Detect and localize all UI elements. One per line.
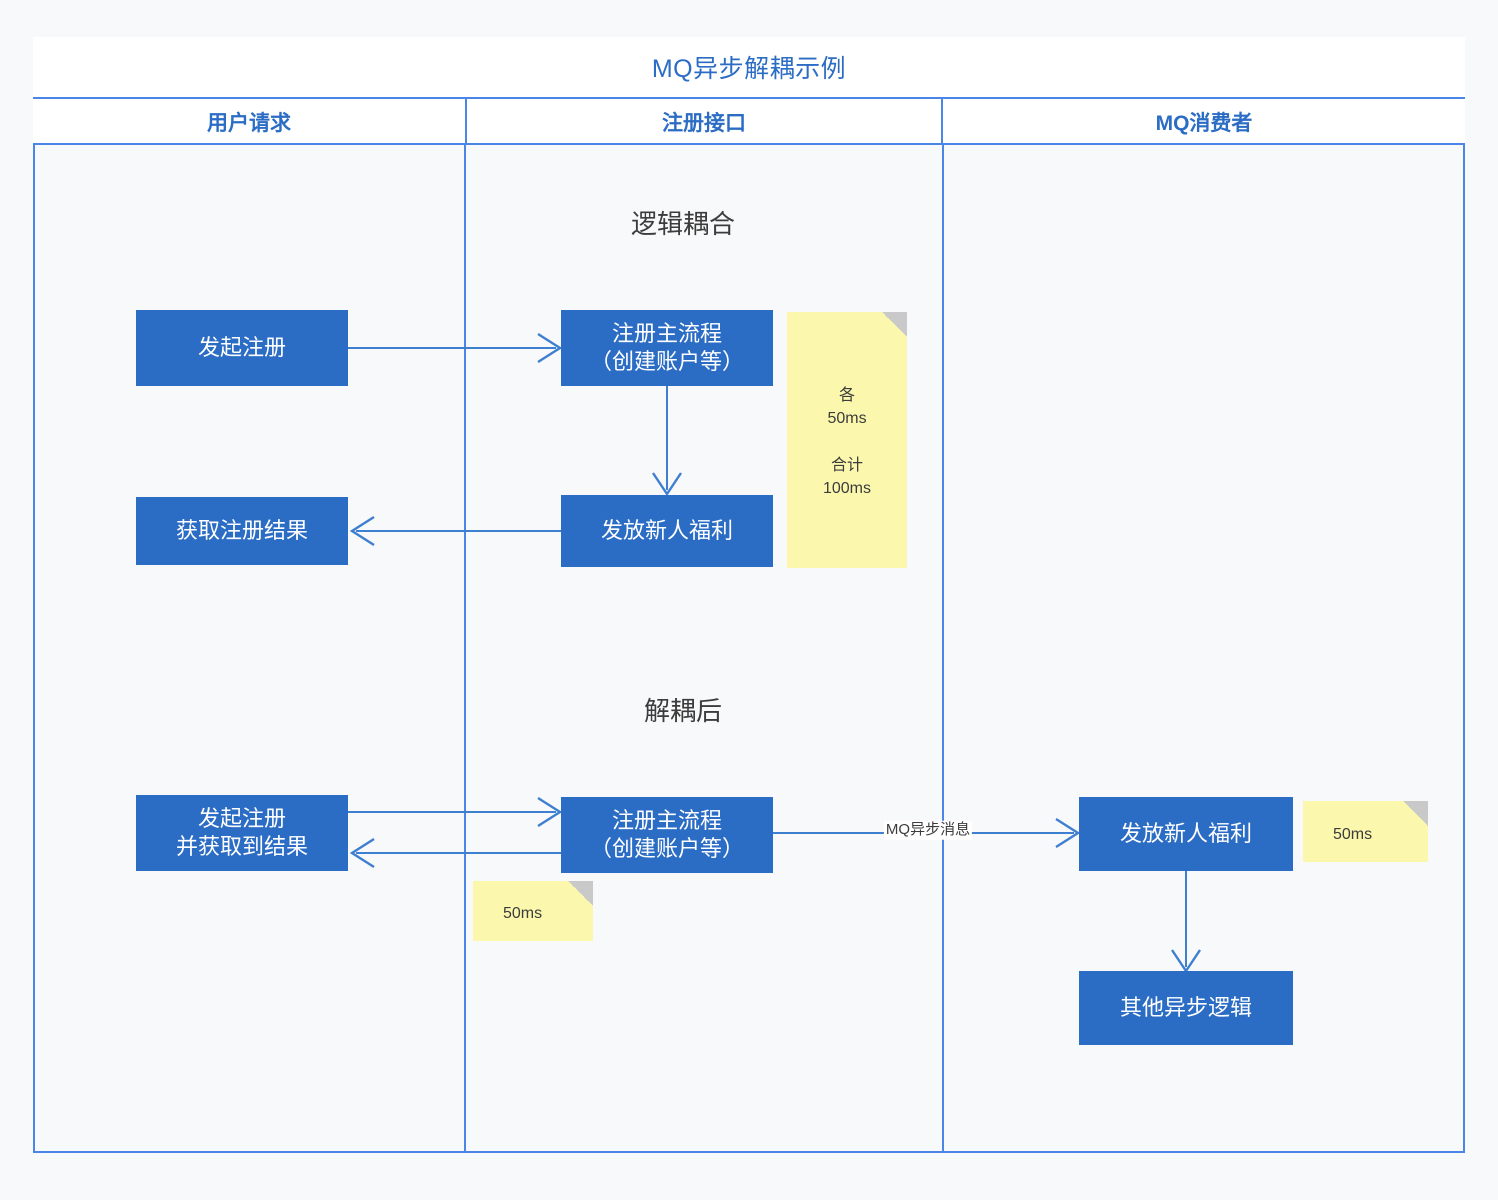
lane-header-register-api: 注册接口 xyxy=(465,99,943,145)
lane-divider-1 xyxy=(464,145,466,1153)
node-line-1: 发起注册 xyxy=(197,805,286,831)
node-line-2: （创建账户等） xyxy=(589,836,744,861)
node-other-async-logic[interactable]: 其他异步逻辑 xyxy=(1079,971,1293,1045)
node-register-main-flow[interactable]: 注册主流程 （创建账户等） xyxy=(561,310,773,386)
node-line-1: 发起注册 xyxy=(197,334,286,360)
diagram-title-row: MQ异步解耦示例 xyxy=(33,37,1465,99)
page-title: MQ异步解耦示例 xyxy=(651,55,847,83)
node-initiate-register-and-get-result[interactable]: 发起注册 并获取到结果 xyxy=(136,795,348,871)
lane-header-mq-consumer: MQ消费者 xyxy=(1155,112,1253,135)
node-line-1: 发放新人福利 xyxy=(1119,820,1252,846)
node-line-1: 注册主流程 xyxy=(611,320,722,346)
node-line-1: 发放新人福利 xyxy=(600,517,733,543)
node-initiate-register[interactable]: 发起注册 xyxy=(136,310,348,386)
note-fold-icon xyxy=(882,312,907,337)
node-line-2: 并获取到结果 xyxy=(175,834,308,859)
sticky-note-latency-api: 50ms xyxy=(473,881,593,941)
node-line-2: （创建账户等） xyxy=(589,349,744,374)
sticky-note-latency-consumer: 50ms xyxy=(1303,801,1428,862)
note-fold-icon xyxy=(1403,801,1428,826)
sticky-note-latency-total: 各 50ms 合计 100ms xyxy=(787,312,907,568)
sticky-note-text: 各 50ms 合计 100ms xyxy=(822,387,872,497)
diagram-frame xyxy=(33,37,1465,1153)
node-get-register-result[interactable]: 获取注册结果 xyxy=(136,497,348,565)
lane-header-row: 用户请求 注册接口 MQ消费者 xyxy=(33,99,1465,145)
sticky-note-text: 50ms xyxy=(1333,826,1373,843)
node-line-1: 其他异步逻辑 xyxy=(1119,994,1252,1020)
sticky-note-text: 50ms xyxy=(503,905,543,922)
node-grant-newcomer-benefit[interactable]: 发放新人福利 xyxy=(561,495,773,567)
lane-divider-2 xyxy=(942,145,944,1153)
node-line-1: 注册主流程 xyxy=(611,807,722,833)
edge-label-mq-async-message: MQ异步消息 xyxy=(883,820,973,840)
lane-header-user-request: 用户请求 xyxy=(207,112,291,135)
note-fold-icon xyxy=(568,881,593,906)
node-line-1: 获取注册结果 xyxy=(175,517,308,543)
section-caption-decoupled: 解耦后 xyxy=(643,696,723,726)
node-grant-newcomer-benefit-2[interactable]: 发放新人福利 xyxy=(1079,797,1293,871)
node-register-main-flow-2[interactable]: 注册主流程 （创建账户等） xyxy=(561,797,773,873)
section-caption-coupled: 逻辑耦合 xyxy=(630,209,736,239)
